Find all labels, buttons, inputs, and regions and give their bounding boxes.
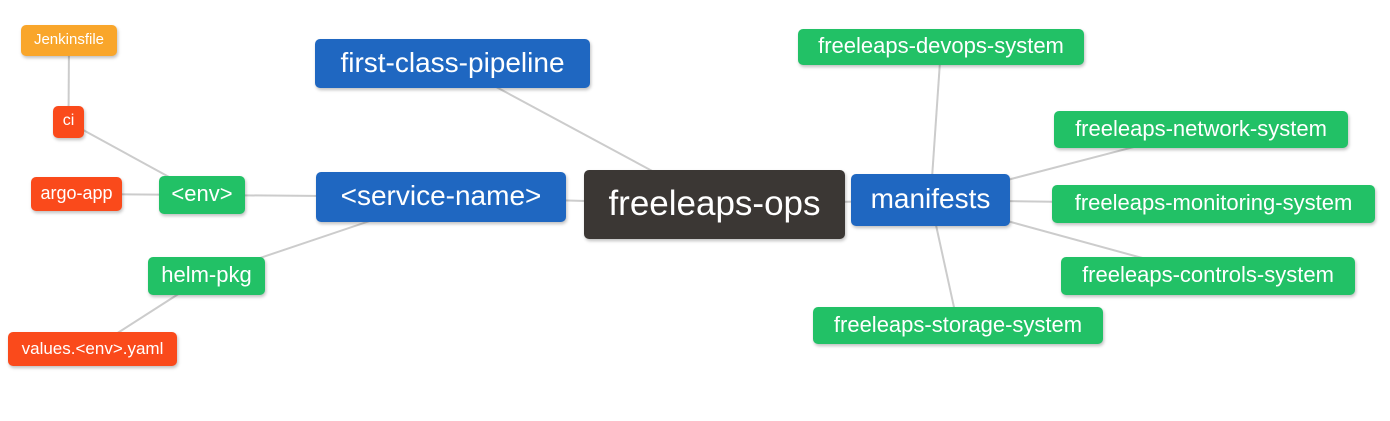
node-network-system[interactable]: freeleaps-network-system xyxy=(1054,111,1348,148)
node-jenkinsfile[interactable]: Jenkinsfile xyxy=(21,25,117,56)
node-env[interactable]: <env> xyxy=(159,176,245,214)
node-ci[interactable]: ci xyxy=(53,106,84,138)
node-service-name[interactable]: <service-name> xyxy=(316,172,566,222)
node-label: manifests xyxy=(870,183,991,214)
node-devops-system[interactable]: freeleaps-devops-system xyxy=(798,29,1084,65)
node-label: helm-pkg xyxy=(161,262,252,287)
node-label: freeleaps-ops xyxy=(608,184,821,223)
node-label: ci xyxy=(62,112,75,129)
node-manifests[interactable]: manifests xyxy=(851,174,1010,226)
node-label: freeleaps-monitoring-system xyxy=(1074,190,1353,215)
node-label: argo-app xyxy=(40,183,113,203)
node-label: first-class-pipeline xyxy=(340,46,565,78)
node-values-env-yaml[interactable]: values.<env>.yaml xyxy=(8,332,177,366)
node-controls-system[interactable]: freeleaps-controls-system xyxy=(1061,257,1355,295)
node-label: <service-name> xyxy=(340,180,542,211)
node-monitoring-system[interactable]: freeleaps-monitoring-system xyxy=(1052,185,1375,223)
node-label: freeleaps-storage-system xyxy=(833,311,1083,337)
node-label: <env> xyxy=(171,181,233,206)
node-argo-app[interactable]: argo-app xyxy=(31,177,122,211)
node-helm-pkg[interactable]: helm-pkg xyxy=(148,257,265,295)
node-label: freeleaps-devops-system xyxy=(818,33,1064,58)
node-storage-system[interactable]: freeleaps-storage-system xyxy=(813,307,1103,344)
node-label: freeleaps-controls-system xyxy=(1082,262,1334,287)
node-label: values.<env>.yaml xyxy=(21,338,164,358)
node-first-class-pipeline[interactable]: first-class-pipeline xyxy=(315,39,590,88)
node-label: freeleaps-network-system xyxy=(1075,115,1327,141)
node-label: Jenkinsfile xyxy=(33,31,105,48)
node-freeleaps-ops[interactable]: freeleaps-ops xyxy=(584,170,845,239)
